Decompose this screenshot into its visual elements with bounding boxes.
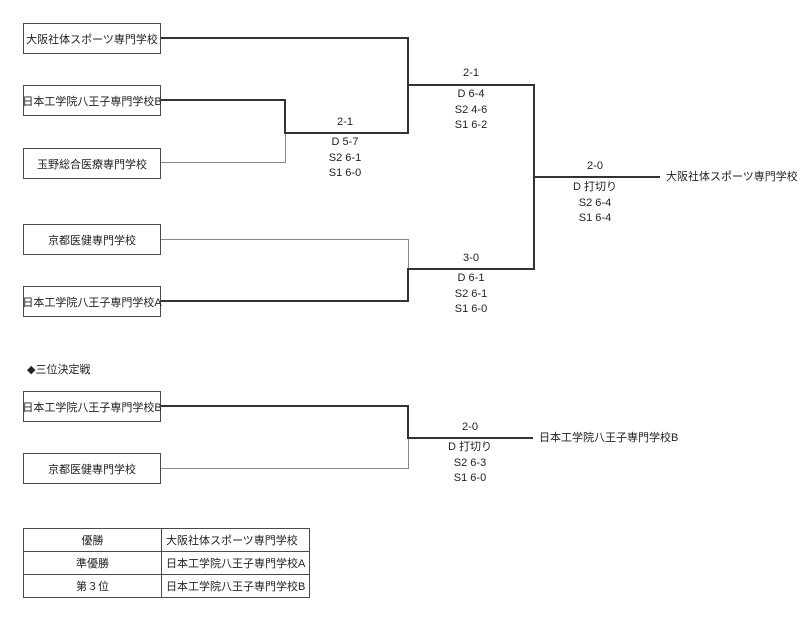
connector-sf2-vert-top (408, 239, 409, 269)
team-name: 京都医健専門学校 (48, 463, 136, 476)
match-r1-doubles: D 5-7 (331, 136, 359, 148)
match-r1-singles2: S2 6-1 (328, 151, 362, 164)
standings-rank: 第３位 (23, 574, 162, 598)
match-r1-details: D 5-7 S2 6-1 S1 6-0 (300, 135, 390, 182)
team-box-nihon-kogakuin-b: 日本工学院八王子専門学校B (22, 85, 162, 116)
team-name: 大阪社体スポーツ専門学校 (26, 33, 158, 46)
connector-r1-winner (284, 132, 409, 134)
match-final-score: 2-0 (587, 160, 603, 172)
standings-rank: 優勝 (23, 528, 162, 552)
team-box-tamano-sogo: 玉野総合医療専門学校 (23, 148, 161, 179)
match-third-doubles: D 打切り (448, 441, 492, 453)
connector-t2-entry (161, 99, 286, 101)
team-name: 玉野総合医療専門学校 (37, 158, 147, 171)
standings-team: 日本工学院八王子専門学校A (160, 551, 311, 575)
third-place-heading: ◆三位決定戦 (27, 364, 91, 376)
team-box-nihon-kogakuin-a: 日本工学院八王子専門学校A (22, 286, 162, 317)
connector-t4-entry (161, 239, 408, 240)
match-sf2-details: D 6-1 S2 6-1 S1 6-0 (426, 271, 516, 318)
team-name: 京都医健専門学校 (48, 234, 136, 247)
standings-row-runner-up: 準優勝 日本工学院八王子専門学校A (23, 551, 311, 575)
standings-table: 優勝 大阪社体スポーツ専門学校 準優勝 日本工学院八王子専門学校A 第３位 日本… (23, 528, 311, 598)
connector-r1-vert-top (284, 99, 286, 134)
connector-t1-entry (161, 37, 409, 39)
match-sf2-singles1: S1 6-0 (454, 303, 488, 315)
match-sf2-doubles: D 6-1 (457, 272, 485, 284)
match-sf1-score: 2-1 (463, 67, 479, 79)
match-final-details: D 打切り S2 6-4 S1 6-4 (550, 180, 640, 227)
connector-sf2-winner (407, 268, 535, 270)
match-final-doubles: D 打切り (573, 181, 617, 193)
connector-final-winner (533, 176, 660, 178)
connector-sf2-vert-bottom (407, 268, 409, 302)
match-sf2-score: 3-0 (463, 252, 479, 264)
match-sf1-details: D 6-4 S2 4-6 S1 6-2 (426, 87, 516, 134)
team-box-osaka-shatai: 大阪社体スポーツ専門学校 (23, 23, 161, 54)
team-name: 日本工学院八王子専門学校B (22, 401, 162, 414)
team-name: 日本工学院八王子専門学校A (22, 296, 162, 309)
connector-r1-vert-bottom (285, 133, 286, 163)
match-final-singles2: S2 6-4 (578, 196, 612, 209)
connector-t3-entry (161, 162, 286, 163)
third-place-winner-label: 日本工学院八王子専門学校B (539, 432, 679, 444)
connector-third-winner (407, 437, 533, 439)
connector-t5-entry (161, 300, 408, 302)
match-sf2-singles2: S2 6-1 (454, 287, 488, 300)
connector-third-t2-entry (161, 468, 409, 469)
connector-third-t1-entry (161, 405, 409, 407)
match-sf1-doubles: D 6-4 (457, 88, 485, 100)
team-box-third-nihon-kogakuin-b: 日本工学院八王子専門学校B (22, 391, 162, 422)
standings-row-third: 第３位 日本工学院八王子専門学校B (23, 574, 311, 598)
team-name: 日本工学院八王子専門学校B (22, 95, 162, 108)
match-third-singles1: S1 6-0 (453, 472, 487, 484)
match-final-singles1: S1 6-4 (578, 212, 612, 224)
match-sf1-singles2: S2 4-6 (454, 103, 488, 116)
match-third-singles2: S2 6-3 (453, 456, 487, 469)
match-r1-singles1: S1 6-0 (328, 167, 362, 179)
team-box-third-kyoto-iken: 京都医健専門学校 (23, 453, 161, 484)
connector-third-vert-top (407, 405, 409, 439)
match-sf1-singles1: S1 6-2 (454, 119, 488, 131)
standings-team: 大阪社体スポーツ専門学校 (160, 528, 311, 552)
connector-third-vert-bottom (408, 438, 409, 469)
standings-team: 日本工学院八王子専門学校B (160, 574, 311, 598)
match-r1-score: 2-1 (337, 116, 353, 128)
match-third-score: 2-0 (462, 421, 478, 433)
match-third-details: D 打切り S2 6-3 S1 6-0 (425, 440, 515, 487)
standings-row-champion: 優勝 大阪社体スポーツ専門学校 (23, 528, 311, 552)
standings-rank: 準優勝 (23, 551, 162, 575)
connector-sf1-winner (407, 84, 535, 86)
team-box-kyoto-iken: 京都医健専門学校 (23, 224, 161, 255)
champion-label: 大阪社体スポーツ専門学校 (666, 171, 798, 183)
